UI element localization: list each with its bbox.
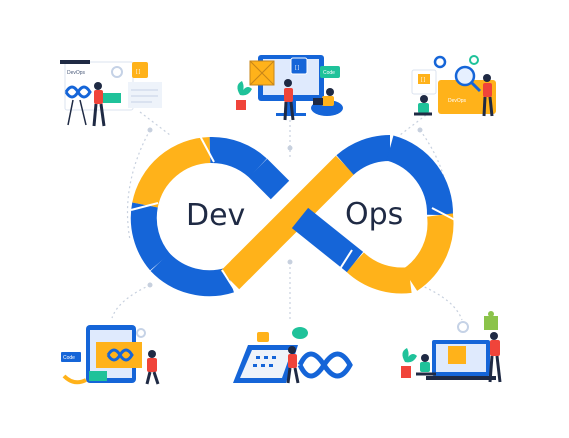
dev-label: Dev [186, 198, 245, 233]
puzzle-icon [484, 316, 498, 330]
svg-text:[ ]: [ ] [136, 69, 141, 75]
folder [438, 80, 496, 114]
code-badge [290, 57, 308, 75]
vignette-delivery: Code [61, 325, 160, 385]
code-tag: Code [323, 70, 335, 76]
vignette-monitoring: DevOps [ ] [411, 55, 496, 117]
chat-bubble-icon [292, 327, 308, 339]
infinity-mini-icon [297, 351, 353, 379]
ops-label: Ops [345, 197, 403, 232]
code-tag: Code [63, 355, 75, 361]
svg-text:[ ]: [ ] [421, 77, 426, 83]
magnifier-icon [454, 65, 476, 87]
vignette-integration [401, 311, 502, 383]
devops-tag: DevOps [67, 70, 86, 76]
connector-lines [111, 111, 463, 321]
puzzle-icon [448, 346, 466, 364]
gear-icon [111, 66, 123, 78]
loop-segment-dividers [130, 135, 456, 293]
infinity-mini-icon [64, 85, 92, 99]
code-badge [132, 62, 148, 78]
svg-text:[ ]: [ ] [295, 65, 300, 71]
vignette-planning: [ ] DevOps [60, 60, 162, 127]
gear-icon [457, 321, 469, 333]
vignette-coding: [ ] Code [236, 55, 343, 121]
infinity-mini-icon [106, 348, 134, 362]
devops-tag: DevOps [448, 98, 467, 104]
gear-icon [433, 55, 447, 69]
vignette-release [233, 327, 353, 384]
gear-icon [136, 328, 146, 338]
infinity-loop [130, 135, 454, 297]
